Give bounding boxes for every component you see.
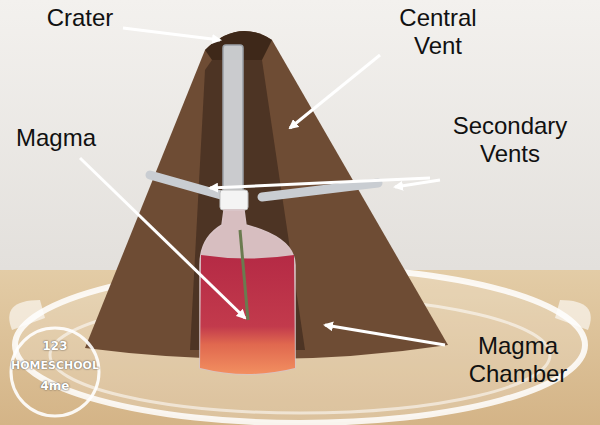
secondary-tube (150, 175, 228, 197)
dish-handle (555, 300, 591, 330)
leader-arrow (290, 55, 380, 128)
leader-arrow (395, 180, 440, 187)
part-label: Magma (6, 124, 106, 152)
leader-arrow (80, 158, 245, 318)
watermark-text: HOMESCHOOL (11, 358, 99, 373)
part-label: Magma Chamber (448, 332, 588, 388)
central-tube (223, 45, 243, 195)
watermark-text: 4me (15, 378, 95, 394)
watermark-text: 123 (15, 338, 95, 354)
watermark-circle (11, 328, 99, 416)
bottle-contents (240, 230, 248, 320)
bottle-cap (220, 190, 248, 210)
part-label: Secondary Vents (440, 112, 580, 168)
dish-handle (9, 300, 45, 330)
leader-arrow (325, 325, 445, 345)
leader-arrow (123, 28, 220, 40)
part-label: Crater (30, 4, 130, 32)
bottle (200, 210, 295, 374)
part-label: Central Vent (378, 4, 498, 60)
